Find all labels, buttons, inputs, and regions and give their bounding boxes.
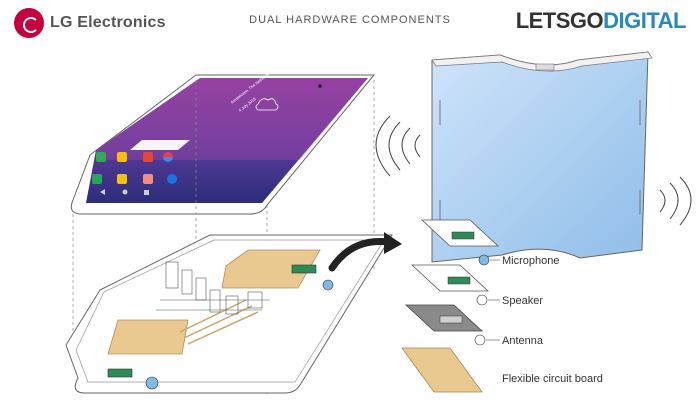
label-antenna: Antenna xyxy=(502,335,544,347)
chip-components xyxy=(156,261,270,315)
label-microphone: Microphone xyxy=(502,255,559,267)
brand-right-digital: DIGITAL xyxy=(603,8,686,33)
speaker-icon xyxy=(476,294,488,306)
nav-buttons xyxy=(100,189,149,195)
camera-app-icon xyxy=(143,152,153,162)
call-app-icon xyxy=(92,174,102,184)
brand-left-text: LG Electronics xyxy=(50,14,166,31)
flexible-circuit-board xyxy=(401,347,483,393)
chat-app-icon xyxy=(117,174,127,184)
app-icons-row xyxy=(92,152,177,184)
weather-icon xyxy=(255,98,279,111)
letsgo-digital-brand: LETSGODIGITAL xyxy=(515,8,687,34)
gallery-app-icon xyxy=(143,174,153,184)
tray-microphone-icon xyxy=(322,279,334,291)
hinge-icon xyxy=(535,63,555,71)
label-speaker: Speaker xyxy=(502,295,543,307)
diagram-title: DUAL HARDWARE COMPONENTS xyxy=(249,14,451,26)
sound-waves-icon xyxy=(375,115,692,226)
messages-app-icon xyxy=(117,152,127,162)
lg-logo-icon xyxy=(14,8,44,38)
internal-hardware-tray xyxy=(65,234,393,394)
brand-right-letsgo: LETSGO xyxy=(515,8,604,33)
smartphone-top: Amstelveen, The Netherlands 4 July 2018 xyxy=(70,68,376,215)
exploded-components xyxy=(401,219,500,393)
lg-electronics-brand: LG Electronics xyxy=(14,8,166,38)
tray-speaker-icon xyxy=(145,376,159,390)
phone-app-icon xyxy=(96,152,106,162)
phone-screen xyxy=(86,78,368,203)
flexible-device xyxy=(431,51,653,263)
microphone-icon xyxy=(478,254,490,266)
antenna-icon xyxy=(474,334,486,346)
settings-app-icon xyxy=(167,174,177,184)
board-traces xyxy=(179,299,259,345)
component-module-top xyxy=(291,264,317,274)
component-module-bottom xyxy=(107,368,133,378)
search-bar xyxy=(130,140,190,150)
curved-arrow-icon xyxy=(328,232,402,272)
label-flexible-circuit-board: Flexible circuit board xyxy=(502,373,603,385)
circuit-board-lower xyxy=(107,319,189,355)
